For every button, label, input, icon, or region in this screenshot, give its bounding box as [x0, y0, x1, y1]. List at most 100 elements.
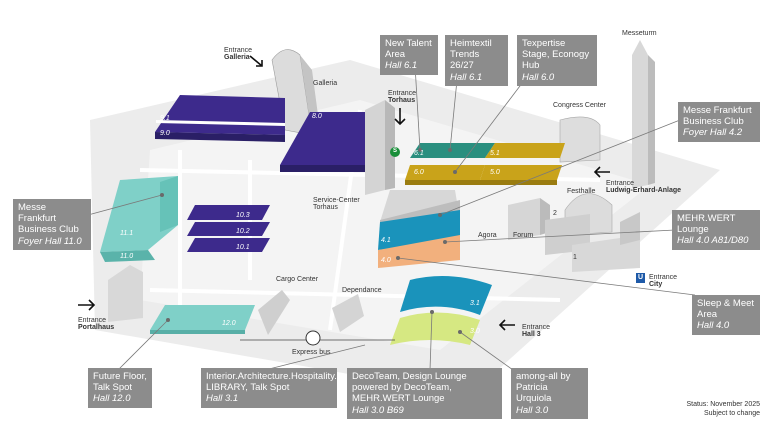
hall-label-9-0: 9.0: [160, 130, 170, 137]
hall-11-building: [100, 176, 178, 262]
callout-title: among-all by Patricia Urquiola: [516, 371, 571, 405]
place-festhalle: Festhalle: [567, 188, 596, 195]
entrance-city-line2: City: [649, 281, 663, 288]
callout-hall: Foyer Hall 11.0: [18, 235, 82, 247]
hall-label-4-0: 4.0: [381, 257, 391, 264]
status-note: Status: November 2025 Subject to change: [686, 401, 760, 419]
entrance-hall3-line1: Entrance: [522, 324, 551, 331]
callout-hall: Hall 6.0: [522, 71, 555, 83]
place-messeturm: Messeturm: [622, 30, 657, 37]
hall-label-10-1: 10.1: [236, 244, 250, 251]
entrance-hall3-line2: Hall 3: [522, 331, 541, 338]
place-agora: Agora: [478, 232, 497, 239]
hall-label-6-1: 6.1: [414, 150, 424, 157]
callout-mf-business-club-11-0[interactable]: Messe Frankfurt Business Club Foyer Hall…: [13, 199, 91, 250]
callout-hall: Hall 3.0 B69: [352, 404, 404, 416]
place-express-bus: Express bus: [292, 349, 331, 356]
callout-leaders: [87, 64, 696, 371]
place-forum-2: 2: [553, 210, 557, 217]
callout-new-talent[interactable]: New Talent Area Hall 6.1: [380, 35, 438, 75]
s-bahn-icon: [390, 147, 400, 157]
status-line1: Status: November 2025: [686, 401, 760, 408]
callout-hall: Hall 6.1: [385, 60, 418, 72]
entrance-ludwig-line2: Ludwig-Erhard-Anlage: [606, 187, 682, 194]
hall-3-building: [390, 276, 492, 345]
place-cargo-center: Cargo Center: [276, 276, 319, 283]
hall-label-12-0: 12.0: [222, 320, 236, 327]
hall-label-3-1: 3.1: [470, 300, 480, 307]
callout-title: Heimtextil Trends 26/27: [450, 38, 492, 72]
entrance-portalhaus-line1: Entrance: [78, 317, 107, 324]
callout-hall: Hall 4.0: [697, 320, 730, 332]
entrance-galleria-line1: Entrance: [224, 47, 253, 54]
callout-hall: Hall 3.1: [206, 393, 239, 405]
status-line2: Subject to change: [703, 409, 760, 417]
entrance-portalhaus-line2: Portalhaus: [78, 324, 115, 331]
forum-building: [508, 198, 640, 272]
callout-sleep-meet[interactable]: Sleep & Meet Area Hall 4.0: [692, 295, 760, 335]
messeturm-building: [632, 40, 655, 188]
callout-hall: Hall 4.0 A81/D80: [677, 235, 749, 247]
torhaus-tower: [365, 100, 395, 195]
callout-mehrwert-lounge[interactable]: MEHR.WERT Lounge Hall 4.0 A81/D80: [672, 210, 760, 250]
callout-title: Messe Frankfurt Business Club: [683, 105, 752, 128]
hall-label-3-0: 3.0: [470, 328, 480, 335]
congress-center-building: [559, 116, 601, 163]
cargo-center-building: [258, 290, 364, 335]
callout-title: Interior.Architecture.Hospitality. LIBRA…: [206, 371, 337, 394]
callout-dots: [160, 148, 462, 334]
u-bahn-icon: [636, 273, 645, 283]
callout-title: Sleep & Meet Area: [697, 298, 755, 321]
hall-12-building: [150, 305, 255, 334]
hall-label-8-0: 8.0: [312, 113, 322, 120]
entrance-torhaus-line2: Torhaus: [388, 97, 416, 104]
s-bahn-label: S: [393, 148, 398, 154]
callout-decoteam[interactable]: DecoTeam, Design Lounge powered by DecoT…: [347, 368, 502, 419]
entrance-city-line1: Entrance: [649, 274, 678, 281]
hall-label-9-1: 9.1: [160, 115, 170, 122]
callout-heimtextil-trends[interactable]: Heimtextil Trends 26/27 Hall 6.1: [445, 35, 508, 86]
callout-hall: Hall 3.0: [516, 404, 549, 416]
place-dependance: Dependance: [342, 287, 382, 294]
callout-hall: Hall 6.1: [450, 71, 483, 83]
entrance-galleria-line2: Galleria: [224, 54, 250, 61]
place-forum-1: 1: [573, 254, 577, 261]
hall-label-6-0: 6.0: [414, 169, 424, 176]
hall-label-5-1: 5.1: [490, 150, 500, 157]
portalhaus-building: [108, 265, 143, 322]
hall-label-10-3: 10.3: [236, 212, 250, 219]
callout-title: Future Floor, Talk Spot: [93, 371, 147, 394]
callout-title: Texpertise Stage, Econogy Hub: [522, 38, 590, 72]
callout-title: New Talent Area: [385, 38, 432, 61]
express-bus-line: [240, 330, 395, 346]
callout-texpertise[interactable]: Texpertise Stage, Econogy Hub Hall 6.0: [517, 35, 597, 86]
u-bahn-label: U: [638, 274, 644, 281]
place-congress-center: Congress Center: [553, 102, 606, 109]
place-service-center: Service-Center Torhaus: [313, 197, 360, 211]
hall-label-4-1: 4.1: [381, 237, 391, 244]
place-galleria: Galleria: [313, 80, 338, 87]
callout-future-floor[interactable]: Future Floor, Talk Spot Hall 12.0: [88, 368, 152, 408]
hall-label-5-0: 5.0: [490, 169, 500, 176]
hall-9-building: [155, 95, 285, 142]
hall-10-building: [187, 205, 270, 252]
callout-interior-architecture[interactable]: Interior.Architecture.Hospitality. LIBRA…: [201, 368, 337, 408]
callout-title: DecoTeam, Design Lounge powered by DecoT…: [352, 371, 467, 405]
callout-title: MEHR.WERT Lounge: [677, 213, 736, 236]
hall-label-10-2: 10.2: [236, 228, 250, 235]
entrance-torhaus-line1: Entrance: [388, 90, 417, 97]
place-forum: Forum: [513, 232, 534, 239]
hall-label-11-0: 11.0: [120, 253, 134, 260]
callout-among-all[interactable]: among-all by Patricia Urquiola Hall 3.0: [511, 368, 588, 419]
callout-hall: Foyer Hall 4.2: [683, 127, 743, 139]
callout-mf-business-club-4-2[interactable]: Messe Frankfurt Business Club Foyer Hall…: [678, 102, 760, 142]
callout-hall: Hall 12.0: [93, 393, 131, 405]
